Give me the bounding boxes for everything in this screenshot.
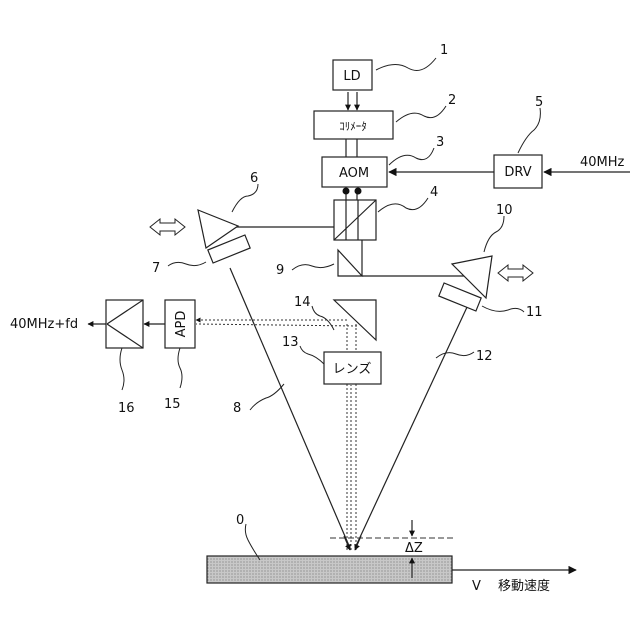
leader-0 — [245, 524, 260, 560]
leader-4 — [378, 198, 428, 212]
move-arrow-6 — [150, 219, 185, 235]
aom-label: AOM — [339, 166, 369, 181]
num-15: 15 — [164, 397, 181, 412]
num-13: 13 — [282, 335, 299, 350]
velocity-text: 移動速度 — [498, 578, 550, 594]
aom-output-dot-2 — [355, 188, 362, 195]
aom-output-dot-1 — [343, 188, 350, 195]
leader-10 — [484, 216, 504, 252]
num-10: 10 — [496, 203, 513, 218]
drv-input-label: 40MHz — [580, 155, 625, 170]
move-arrow-10 — [498, 265, 533, 281]
leader-16 — [120, 348, 124, 390]
lens-label: レンズ — [333, 361, 372, 377]
num-14: 14 — [294, 295, 311, 310]
num-6: 6 — [250, 171, 258, 186]
leader-2 — [396, 106, 446, 122]
return-to-apd-2 — [196, 324, 357, 326]
beam-8 — [230, 268, 350, 548]
leader-6 — [232, 184, 258, 212]
num-4: 4 — [430, 185, 438, 200]
prism-9 — [338, 250, 362, 276]
collimator-label: ｺﾘﾒｰﾀ — [339, 120, 367, 133]
leader-13 — [300, 346, 324, 364]
velocity-symbol: V — [472, 579, 481, 594]
apd-label: APD — [174, 311, 189, 338]
leader-8 — [250, 384, 284, 410]
num-5: 5 — [535, 95, 543, 110]
leader-7 — [168, 262, 206, 266]
leader-14 — [312, 306, 334, 330]
leader-11 — [482, 306, 524, 312]
output-label: 40MHz+fd — [10, 317, 78, 332]
num-7: 7 — [152, 261, 160, 276]
mirror-14 — [334, 300, 376, 340]
num-0: 0 — [236, 513, 244, 528]
beam-12 — [355, 305, 468, 548]
num-9: 9 — [276, 263, 284, 278]
num-12: 12 — [476, 349, 493, 364]
leader-1 — [376, 58, 436, 70]
leader-3 — [389, 148, 434, 165]
delta-z-label: ΔZ — [405, 541, 423, 556]
leader-15 — [178, 348, 182, 388]
num-2: 2 — [448, 93, 456, 108]
num-16: 16 — [118, 401, 135, 416]
target-surface — [207, 556, 452, 583]
drv-label: DRV — [504, 165, 531, 180]
num-1: 1 — [440, 43, 448, 58]
num-3: 3 — [436, 135, 444, 150]
leader-12 — [436, 352, 474, 358]
num-8: 8 — [233, 401, 241, 416]
num-11: 11 — [526, 305, 543, 320]
leader-5 — [518, 108, 540, 153]
leader-9 — [292, 264, 334, 270]
ld-label: LD — [343, 69, 360, 84]
block-16 — [106, 300, 143, 348]
